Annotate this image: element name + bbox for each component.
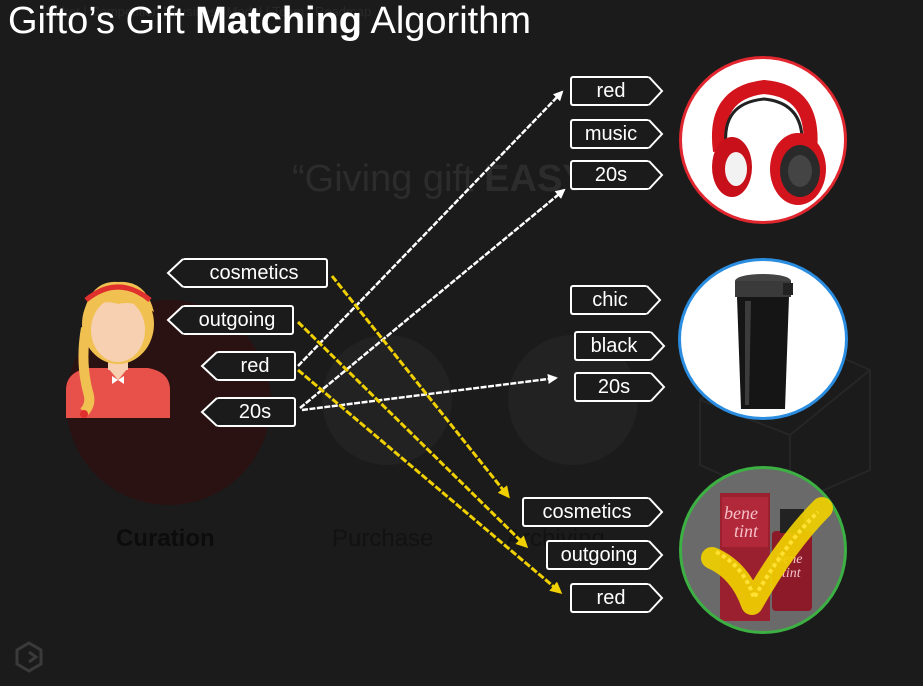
user-tag-outgoing: outgoing (166, 305, 294, 335)
tag-arrow-right (648, 540, 664, 570)
stage-purchase: Purchase (332, 525, 434, 552)
stage-curation: Curation (116, 525, 215, 552)
gift-tag-headphones-music: music (570, 119, 664, 149)
page-title: Gifto’s Gift Matching Algorithm (8, 0, 531, 42)
tag-arrow-right (648, 497, 664, 527)
headphones-icon (712, 79, 826, 205)
tag-arrow-left (200, 397, 218, 427)
user-tag-20s: 20s (200, 397, 296, 427)
gift-tag-headphones-20s: 20s (570, 160, 664, 190)
arrow-red-to-headphones (297, 90, 564, 367)
arrow-red-to-benetint (297, 368, 563, 594)
tag-arrow-right (650, 372, 666, 402)
gift-tag-benetint-outgoing: outgoing (546, 540, 664, 570)
benetint-bottle-tint: tint (782, 566, 802, 581)
benetint-label-bene: bene (724, 503, 758, 523)
tag-arrow-left (166, 305, 184, 335)
user-avatar (66, 281, 170, 418)
user-tag-cosmetics: cosmetics (166, 258, 328, 288)
tag-arrow-right (648, 76, 664, 106)
tag-arrow-right (650, 331, 666, 361)
arrow-20s-to-headphones (299, 188, 566, 409)
user-tag-red: red (200, 351, 296, 381)
gift-tag-benetint-red: red (570, 583, 664, 613)
gift-tumbler-circle (678, 258, 848, 420)
gift-tag-tumbler-20s: 20s (574, 372, 666, 402)
gift-headphones-circle (679, 56, 847, 224)
background-nav: Market | Competition | Business Model | … (40, 4, 372, 19)
tag-arrow-right (648, 583, 664, 613)
gift-tag-headphones-red: red (570, 76, 664, 106)
gift-tag-tumbler-black: black (574, 331, 666, 361)
tag-arrow-right (648, 119, 664, 149)
gifto-logo-icon (15, 641, 43, 673)
arrow-20s-to-tumbler (301, 374, 558, 412)
arrow-outgoing-to-benetint (296, 320, 529, 549)
gift-tag-tumbler-chic: chic (570, 285, 662, 315)
tag-arrow-left (200, 351, 218, 381)
check-icon (701, 497, 833, 615)
benetint-label-tint: tint (734, 521, 759, 541)
tag-arrow-right (646, 285, 662, 315)
tag-arrow-left (166, 258, 184, 288)
tumbler-icon (735, 274, 793, 409)
tag-arrow-right (648, 160, 664, 190)
gift-tag-benetint-cosmetics: cosmetics (522, 497, 664, 527)
arrow-cosmetics-to-benetint (330, 275, 510, 499)
